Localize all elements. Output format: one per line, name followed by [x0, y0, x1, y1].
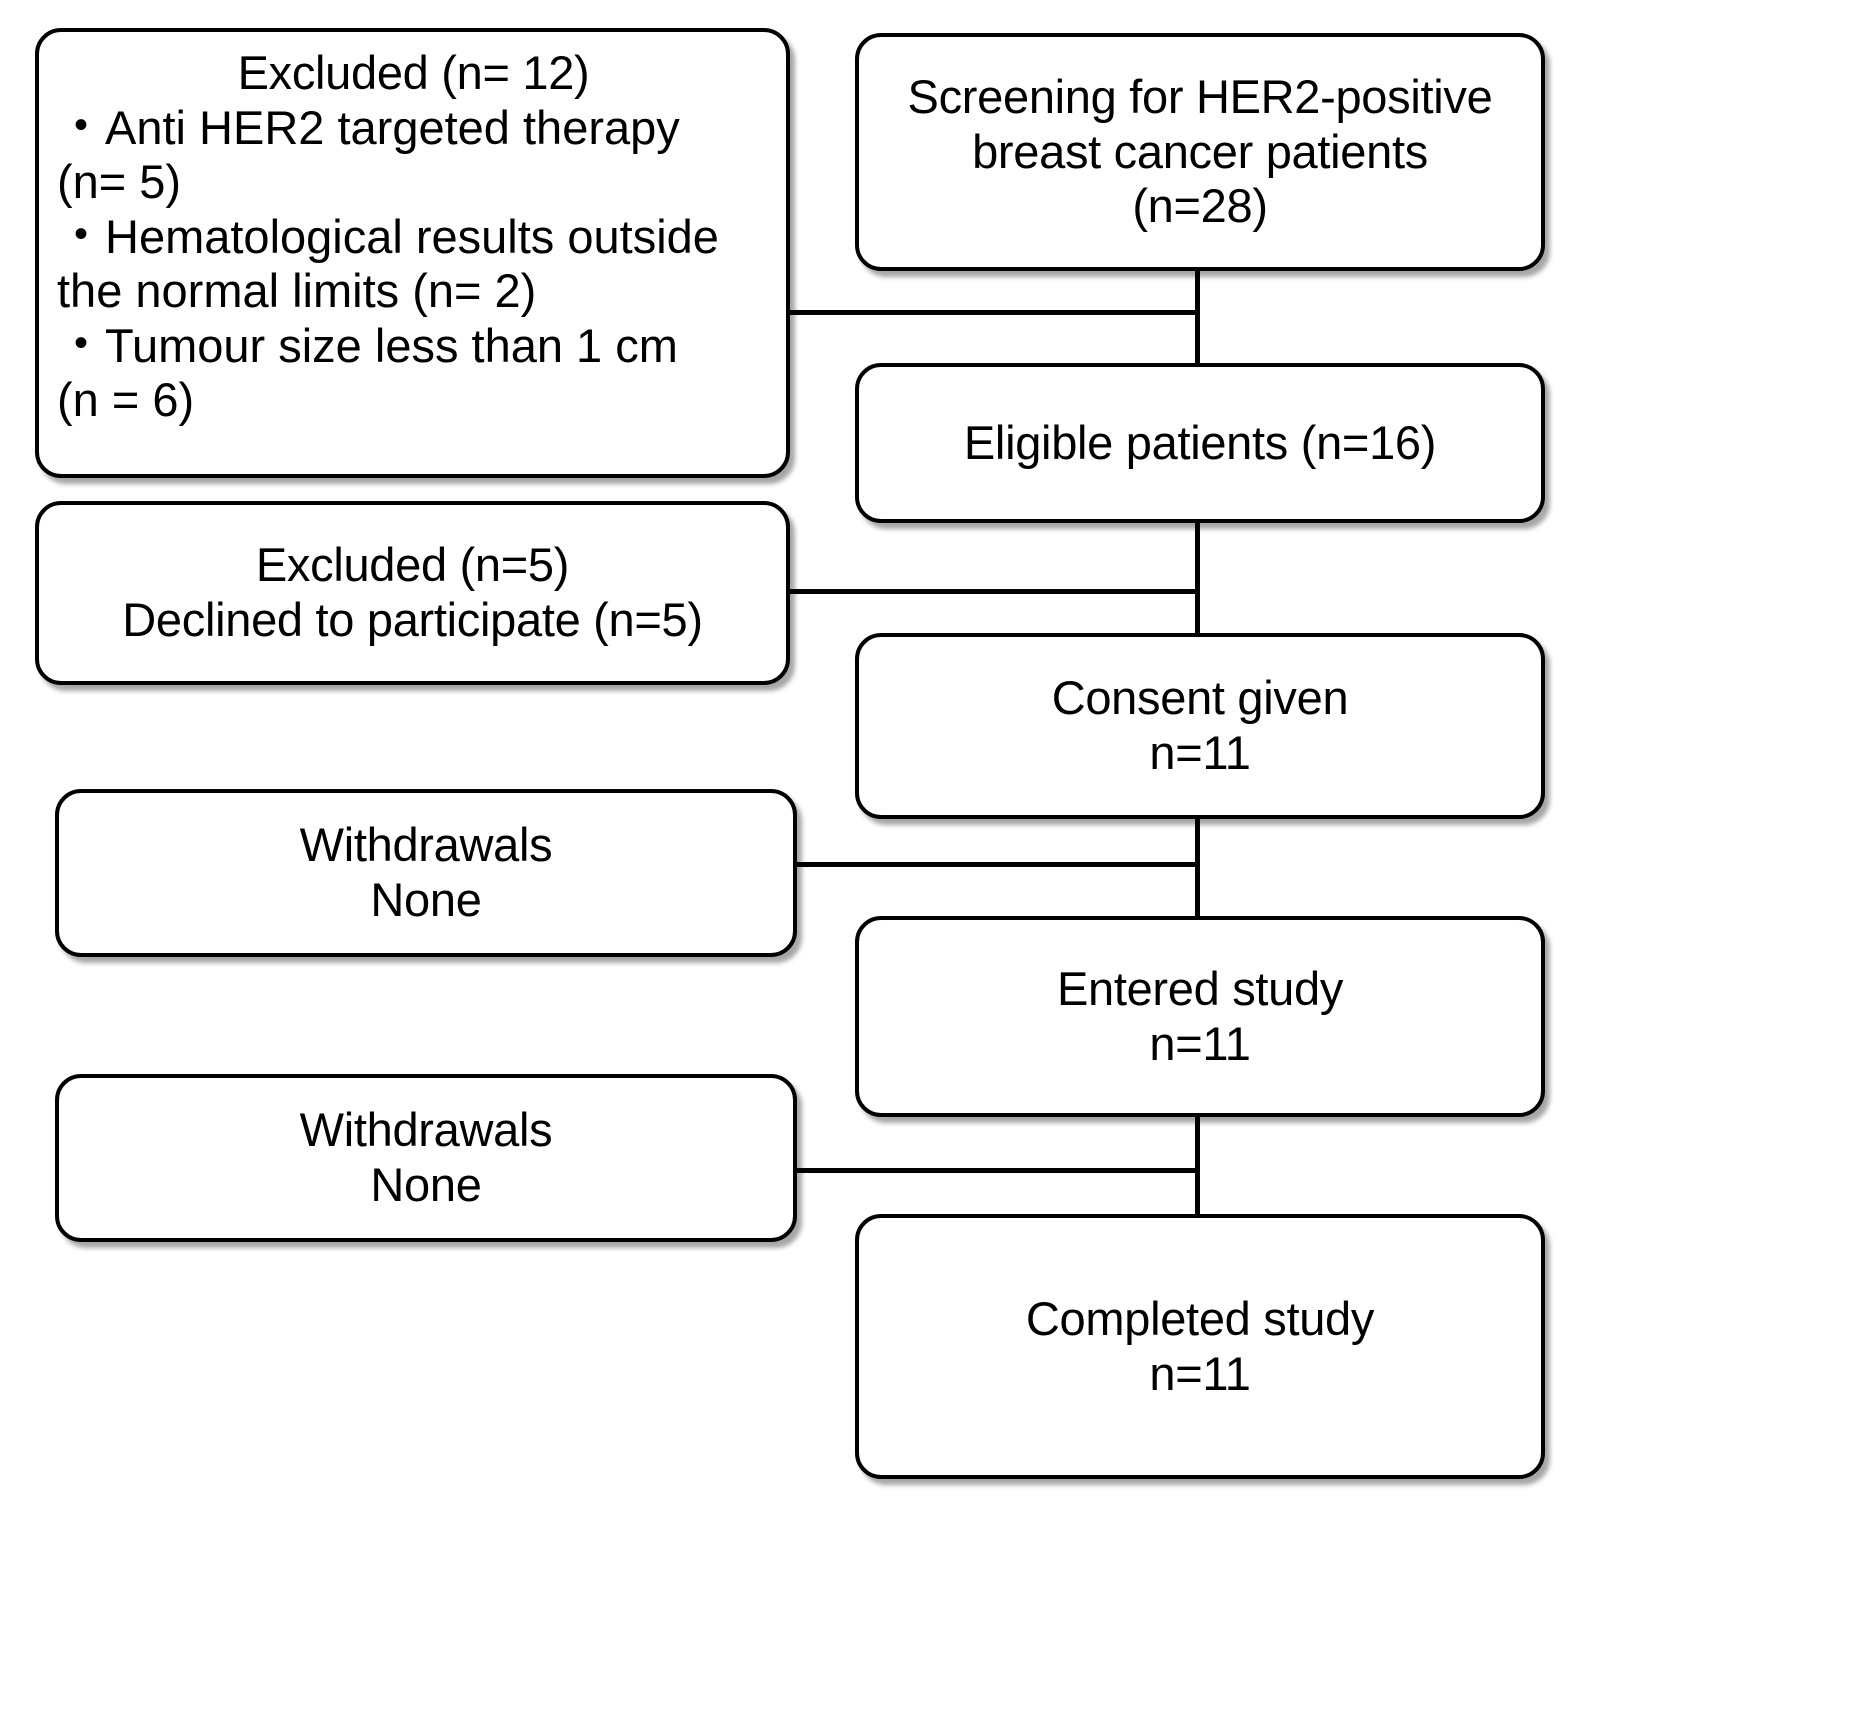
- excluded-eligible-line1: Excluded (n=5): [255, 538, 570, 592]
- bullet-dot-icon: •: [73, 320, 88, 365]
- bullet-dot-icon: •: [73, 211, 88, 256]
- node-consent-line1: Consent given: [1051, 671, 1349, 725]
- node-consent-given[interactable]: Consent given n=11: [855, 633, 1545, 819]
- node-completed-line2: n=11: [1149, 1346, 1251, 1400]
- node-screening[interactable]: Screening for HER2-positive breast cance…: [855, 33, 1545, 271]
- excluded-bullet-3: • Tumour size less than 1 cm: [57, 319, 770, 374]
- node-entered-line2: n=11: [1149, 1016, 1251, 1070]
- node-entered-line1: Entered study: [1056, 961, 1344, 1015]
- node-completed-line1: Completed study: [1025, 1291, 1375, 1345]
- excluded-bullet-1: • Anti HER2 targeted therapy: [57, 101, 770, 156]
- withdrawals-1-line1: Withdrawals: [299, 818, 553, 872]
- connector-eligible-to-consent: [1195, 519, 1200, 636]
- connector-excluded5-to-trunk: [788, 589, 1198, 594]
- connector-consent-to-entered: [1195, 815, 1200, 920]
- excluded-bullet-2: • Hematological results outside: [57, 210, 770, 265]
- node-eligible-patients[interactable]: Eligible patients (n=16): [855, 363, 1545, 523]
- node-screening-line1: Screening for HER2-positive: [907, 70, 1493, 124]
- node-completed-study[interactable]: Completed study n=11: [855, 1214, 1545, 1479]
- connector-withdrawals2-to-trunk: [797, 1168, 1198, 1173]
- excluded-screening-heading: Excluded (n= 12): [237, 46, 590, 99]
- node-withdrawals-1[interactable]: Withdrawals None: [55, 789, 797, 957]
- withdrawals-1-line2: None: [370, 873, 482, 926]
- excluded-bullet-3-cont: (n = 6): [57, 373, 195, 427]
- node-eligible-line1: Eligible patients (n=16): [963, 415, 1437, 469]
- withdrawals-2-line1: Withdrawals: [299, 1103, 553, 1157]
- connector-excluded12-to-trunk: [788, 310, 1198, 315]
- withdrawals-2-line2: None: [370, 1158, 482, 1211]
- node-screening-line3: (n=28): [1132, 179, 1268, 233]
- connector-withdrawals1-to-trunk: [797, 862, 1198, 867]
- bullet-dot-icon: •: [73, 102, 88, 147]
- excluded-bullet-3-text: Tumour size less than 1 cm: [105, 318, 678, 372]
- node-entered-study[interactable]: Entered study n=11: [855, 916, 1545, 1117]
- excluded-bullet-1-text: Anti HER2 targeted therapy: [105, 100, 680, 154]
- connector-entered-to-completed: [1195, 1113, 1200, 1218]
- excluded-bullet-2-cont: the normal limits (n= 2): [57, 264, 537, 318]
- node-consent-line2: n=11: [1149, 726, 1251, 779]
- node-excluded-eligible[interactable]: Excluded (n=5) Declined to participate (…: [35, 501, 790, 685]
- excluded-bullet-1-cont: (n= 5): [57, 155, 182, 209]
- node-excluded-screening[interactable]: Excluded (n= 12) • Anti HER2 targeted th…: [35, 28, 790, 478]
- node-withdrawals-2[interactable]: Withdrawals None: [55, 1074, 797, 1242]
- connector-screening-to-eligible: [1195, 268, 1200, 366]
- excluded-bullet-2-text: Hematological results outside: [105, 209, 719, 263]
- node-screening-line2: breast cancer patients: [972, 124, 1428, 178]
- excluded-eligible-line2: Declined to participate (n=5): [122, 593, 703, 646]
